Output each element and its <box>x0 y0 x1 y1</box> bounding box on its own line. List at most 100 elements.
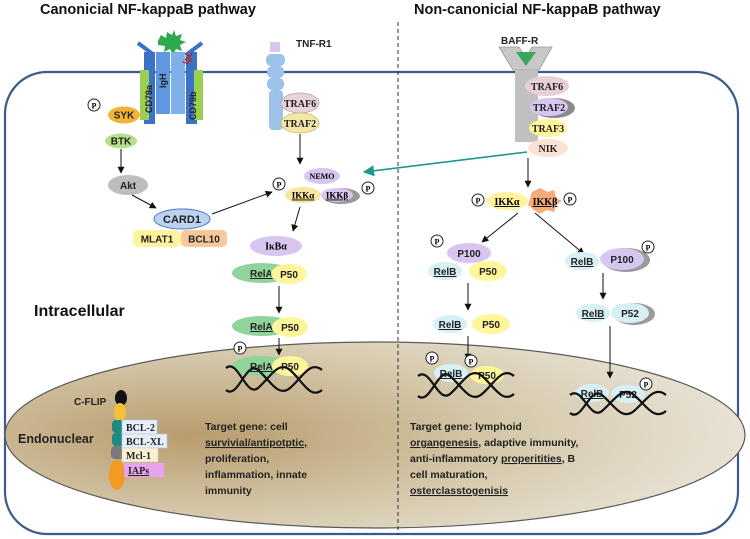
p50-right-node-2 <box>472 314 510 334</box>
svg-text:osterclasstogenisis: osterclasstogenisis <box>410 485 508 497</box>
tnf-receptor: TNF-R1 <box>266 39 332 130</box>
relb-node-5 <box>576 304 610 322</box>
svg-text:P: P <box>476 197 481 206</box>
svg-text:P: P <box>430 355 435 364</box>
nemo-label: NEMO <box>310 172 335 181</box>
svg-text:survivial/antipotptic,: survivial/antipotptic, <box>205 437 307 449</box>
phospho-syk: P <box>87 98 101 112</box>
p100-right-label: P100 <box>610 255 634 266</box>
phospho-ikka-right: P <box>471 193 485 207</box>
iaps-node <box>124 463 164 477</box>
svg-text:organgenesis, adaptive immunit: organgenesis, adaptive immunity, <box>410 437 579 449</box>
svg-text:anti-inflammatory properititie: anti-inflammatory properitities, B <box>410 453 576 465</box>
ikba-label: IκBα <box>265 242 287 253</box>
p52-node-1 <box>611 303 649 323</box>
tnf-r1-label: TNF-R1 <box>296 39 332 50</box>
p50-right-node-1 <box>469 261 507 281</box>
traf2-right-node <box>530 98 568 116</box>
intracellular-label: Intracellular <box>34 303 125 320</box>
rela-label-1: RelA <box>250 269 273 280</box>
bcl10-node <box>181 230 227 247</box>
target-genes-non-canonical: Target gene: lymphoid organgenesis, adap… <box>410 421 579 497</box>
nemo-node <box>304 168 340 184</box>
traf2-left-node <box>280 112 320 134</box>
svg-text:Target gene: lymphoid: Target gene: lymphoid <box>410 421 522 433</box>
igl-label: IgL <box>180 49 194 66</box>
p50-right-label-3: P50 <box>478 371 496 382</box>
p100-left-node <box>447 243 491 263</box>
cd79b-label: CD79b <box>188 91 198 120</box>
p50-node-3 <box>272 356 308 376</box>
target-genes-canonical: Target gene: cell survivial/antipotptic,… <box>205 421 307 497</box>
p50-label-2: P50 <box>281 323 299 334</box>
cd79a-chain <box>144 52 155 124</box>
svg-text:inflammation, innate: inflammation, innate <box>205 469 307 481</box>
phospho-relb-nuclear-2: P <box>464 354 478 368</box>
ikka-right-label: IKKα <box>494 197 519 208</box>
p50-right-label-2: P50 <box>482 320 500 331</box>
relb-node-1 <box>428 262 462 280</box>
mlat1-label: MLAT1 <box>141 235 174 246</box>
dna-right-1-icon <box>417 372 515 399</box>
cflip-label: C-FLIP <box>74 397 107 408</box>
phospho-p100-right: P <box>641 240 655 254</box>
bclxl-label: BCL-XL <box>126 437 164 448</box>
phospho-ikkb-right: P <box>563 192 577 206</box>
syk-node <box>108 106 140 124</box>
p50-node-1 <box>271 264 307 284</box>
p50-label-1: P50 <box>280 270 298 281</box>
antigen-icon <box>158 30 186 55</box>
dna-left-icon <box>225 365 323 394</box>
relb-node-6 <box>575 384 609 402</box>
rela-label-3: RelA <box>250 362 273 373</box>
svg-text:P: P <box>277 181 282 190</box>
ikka-left-node <box>285 187 321 203</box>
svg-text:Target gene: cell: Target gene: cell <box>205 421 288 433</box>
phospho-relb-nuclear-1: P <box>425 351 439 365</box>
ikkb-left-node <box>321 188 353 202</box>
p100-left-label: P100 <box>457 249 481 260</box>
ikkb-left-label: IKKβ <box>326 191 349 201</box>
phospho-ikka-left: P <box>272 177 286 191</box>
relb-node-3 <box>434 364 468 382</box>
relb-label-1: RelB <box>434 267 457 278</box>
bcl2-label: BCL-2 <box>126 423 155 434</box>
relb-node-4 <box>565 252 599 270</box>
phospho-p52-nuclear: P <box>639 377 653 391</box>
nik-to-ikk-arrow <box>362 151 528 177</box>
traf3-label: TRAF3 <box>532 124 564 135</box>
p52-label-1: P52 <box>621 309 639 320</box>
btk-label: BTK <box>111 137 132 148</box>
traf2-right-label: TRAF2 <box>533 103 565 114</box>
svg-text:P: P <box>568 196 573 205</box>
igh-chain <box>156 52 170 114</box>
p50-label-3: P50 <box>281 362 299 373</box>
svg-text:P: P <box>646 244 651 253</box>
b-cell-receptor: CD79a IgH IgL CD79b <box>136 30 204 124</box>
cd79a-label: CD79a <box>144 84 154 113</box>
dna-right-2-icon <box>569 390 667 416</box>
btk-node <box>105 133 137 149</box>
iaps-label: IAPs <box>128 466 149 477</box>
relb-node-2 <box>433 315 467 333</box>
p52-label-2: P52 <box>619 390 637 401</box>
svg-text:cell maturation,: cell maturation, <box>410 469 488 481</box>
traf6-right-label: TRAF6 <box>531 82 563 93</box>
p100-right-node <box>600 248 644 270</box>
bcl10-label: BCL10 <box>188 235 220 246</box>
mcl1-node <box>121 447 159 463</box>
anti-apoptotic-stack: C-FLIP BCL-2 BCL-XL Mcl-1 IAPs <box>74 390 168 490</box>
canonical-header: Canonicial NF-kappaB pathway <box>40 2 256 18</box>
svg-text:P: P <box>435 238 440 247</box>
traf2-left-label: TRAF2 <box>284 119 316 130</box>
svg-text:P: P <box>644 381 649 390</box>
relb-label-6: RelB <box>581 389 604 400</box>
nik-node <box>528 139 568 157</box>
traf6-right-node <box>525 76 569 96</box>
phospho-ikkb-left: P <box>361 181 375 195</box>
svg-text:P: P <box>238 345 243 354</box>
syk-label: SYK <box>114 111 135 122</box>
ikkb-right-node <box>528 188 562 214</box>
card1-label: CARD1 <box>163 214 201 226</box>
